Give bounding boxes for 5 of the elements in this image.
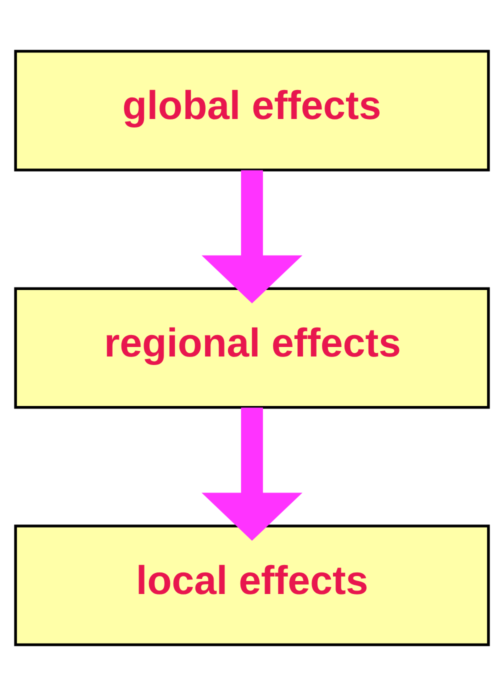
node-box: global effects	[14, 50, 490, 172]
node-box: regional effects	[14, 287, 490, 409]
arrow	[202, 170, 302, 304]
node-box: local effects	[14, 524, 490, 646]
arrow	[202, 408, 302, 541]
